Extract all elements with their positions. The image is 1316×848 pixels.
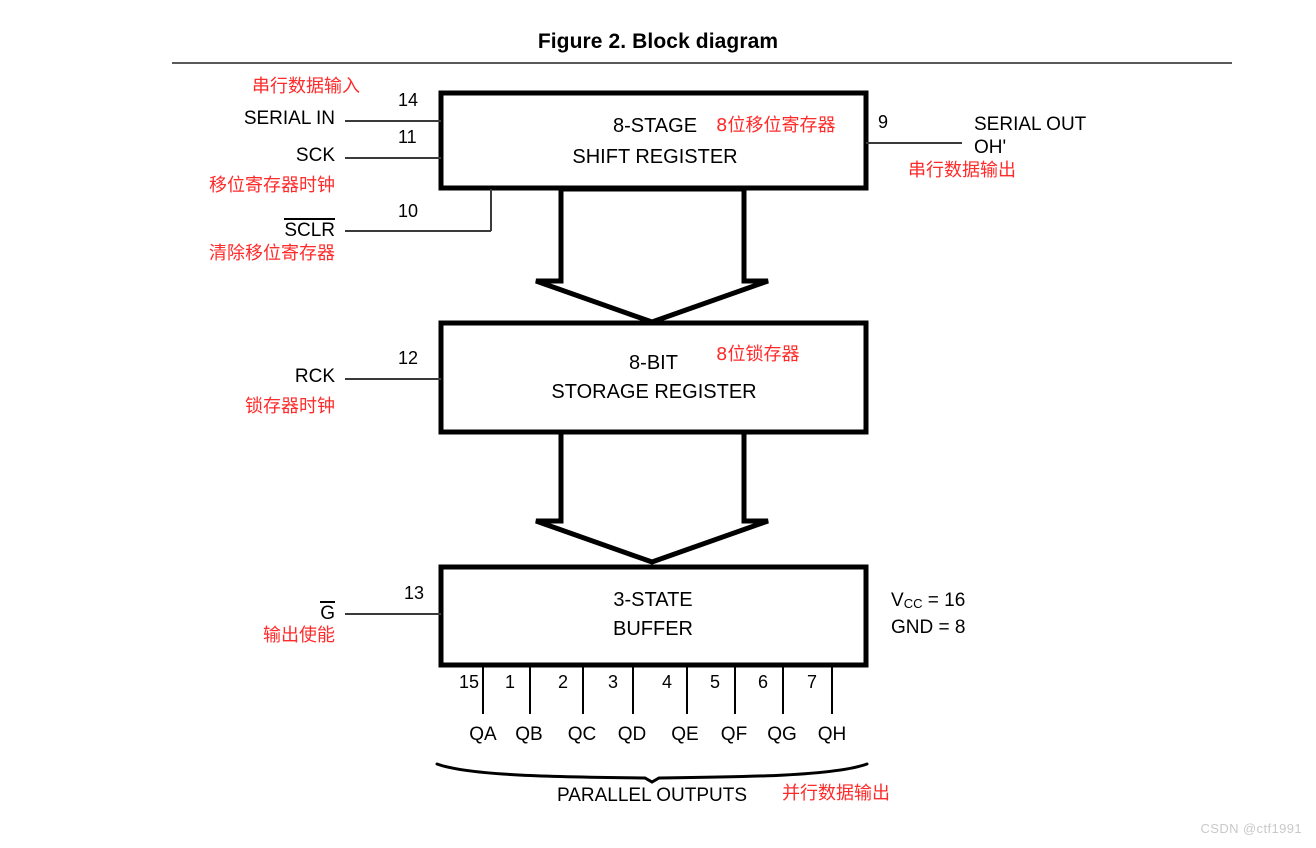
page-title: Figure 2. Block diagram [537,30,779,53]
shift-register-line2: SHIFT REGISTER [572,146,738,168]
serial-in-annotation: 串行数据输入 [252,76,360,97]
shift-register-annotation: 8位移位寄存器 [716,115,836,136]
parallel-outputs-caption: PARALLEL OUTPUTS [556,785,748,806]
parallel-pin-7: 7 [806,672,817,692]
parallel-output-qa: QA [469,724,497,745]
sclr-label: SCLR [160,218,335,242]
output-enable-label-text: G [320,601,335,624]
vcc-value: = 16 [927,590,966,611]
title-divider [172,62,1232,64]
storage-register-line2: STORAGE REGISTER [551,381,757,403]
shift-to-storage-arrow [535,186,769,325]
parallel-output-qg: QG [767,724,797,745]
storage-to-buffer-arrow [535,429,769,565]
tristate-buffer-line2: BUFFER [613,618,693,640]
parallel-pin-15: 15 [458,672,480,692]
parallel-output-qb: QB [515,724,543,745]
parallel-pin-2: 2 [557,672,568,692]
storage-register-box [438,320,869,435]
serial-out-label-line1: SERIAL OUT [974,114,1087,135]
shift-register-line1: 8-STAGE [612,115,698,137]
serial-in-label: SERIAL IN [243,108,335,129]
watermark: CSDN @ctf1991 [1200,821,1302,836]
parallel-output-qf: QF [720,724,748,745]
output-enable-annotation: 输出使能 [263,625,335,646]
vcc-symbol: V [891,590,904,611]
serial-in-pin: 14 [398,90,419,110]
shift-register-box [438,90,869,191]
parallel-pin-6: 6 [757,672,768,692]
parallel-pin-1: 1 [504,672,515,692]
sclr-pin: 10 [398,201,419,221]
tristate-buffer-box [438,564,869,668]
output-enable-label: G [160,601,335,625]
vcc-subscript: CC [903,596,923,611]
tristate-buffer-line1: 3-STATE [613,589,693,611]
vcc-label: VCC = 16 [891,590,965,612]
parallel-pin-4: 4 [661,672,672,692]
gnd-label: GND = 8 [891,617,966,638]
sck-label: SCK [295,145,335,166]
rck-label: RCK [294,366,335,387]
parallel-outputs-brace [435,762,869,784]
serial-out-annotation: 串行数据输出 [908,160,1016,181]
parallel-pin-5: 5 [709,672,720,692]
serial-out-pin: 9 [878,112,889,132]
storage-register-line1: 8-BIT [629,352,678,374]
parallel-pin-3: 3 [607,672,618,692]
parallel-output-qd: QD [617,724,647,745]
serial-out-label-line2: OH' [974,137,1007,158]
sclr-annotation: 清除移位寄存器 [209,243,335,264]
rck-annotation: 锁存器时钟 [245,396,335,417]
rck-pin: 12 [398,348,419,368]
sclr-label-text: SCLR [284,218,335,241]
parallel-output-qh: QH [817,724,847,745]
sck-pin: 11 [398,127,417,147]
parallel-output-qe: QE [671,724,699,745]
output-enable-pin: 13 [404,583,425,603]
parallel-outputs-annotation: 并行数据输出 [782,783,890,804]
storage-register-annotation: 8位锁存器 [716,344,800,365]
sck-annotation: 移位寄存器时钟 [209,175,335,196]
parallel-output-qc: QC [567,724,597,745]
